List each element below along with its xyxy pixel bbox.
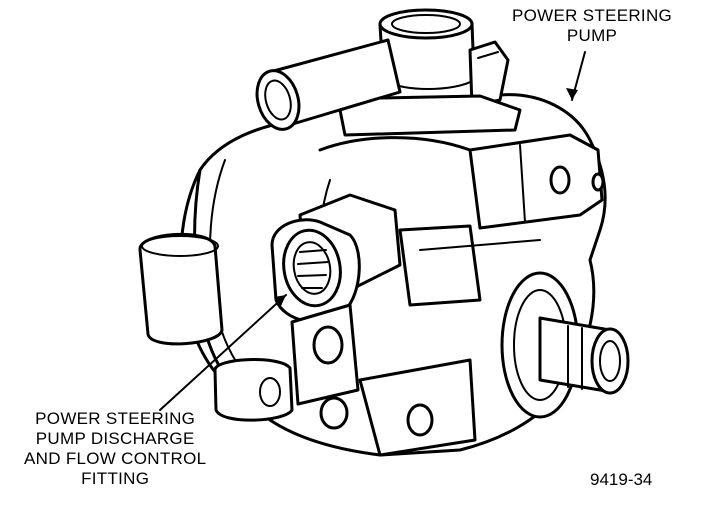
pump-label-line2: PUMP <box>566 26 618 45</box>
drive-shaft <box>500 271 630 419</box>
fitting-leader-line <box>159 294 287 411</box>
left-boss <box>138 232 224 346</box>
discharge-fitting <box>270 193 402 324</box>
pump-leader-arrow <box>566 88 578 100</box>
fitting-label-line4: FITTING <box>81 469 150 488</box>
leader-lines <box>159 51 586 411</box>
fitting-leader-arrow <box>274 295 286 306</box>
reservoir-cap <box>378 8 477 115</box>
fitting-label: POWER STEERING PUMP DISCHARGE AND FLOW C… <box>24 409 206 489</box>
fitting-label-line3: AND FLOW CONTROL <box>24 449 207 468</box>
figure-number: 9419-34 <box>590 470 653 489</box>
pump-label-line1: POWER STEERING <box>512 6 673 25</box>
inlet-tube <box>255 38 402 131</box>
fitting-label-line1: POWER STEERING <box>35 409 196 428</box>
right-mounting-boss <box>468 133 605 230</box>
pump-label: POWER STEERING PUMP <box>512 6 672 46</box>
lower-housing <box>358 358 477 457</box>
lower-bracket <box>213 303 360 430</box>
fitting-label-line2: PUMP DISCHARGE <box>35 429 195 448</box>
cap-flange <box>338 94 522 137</box>
